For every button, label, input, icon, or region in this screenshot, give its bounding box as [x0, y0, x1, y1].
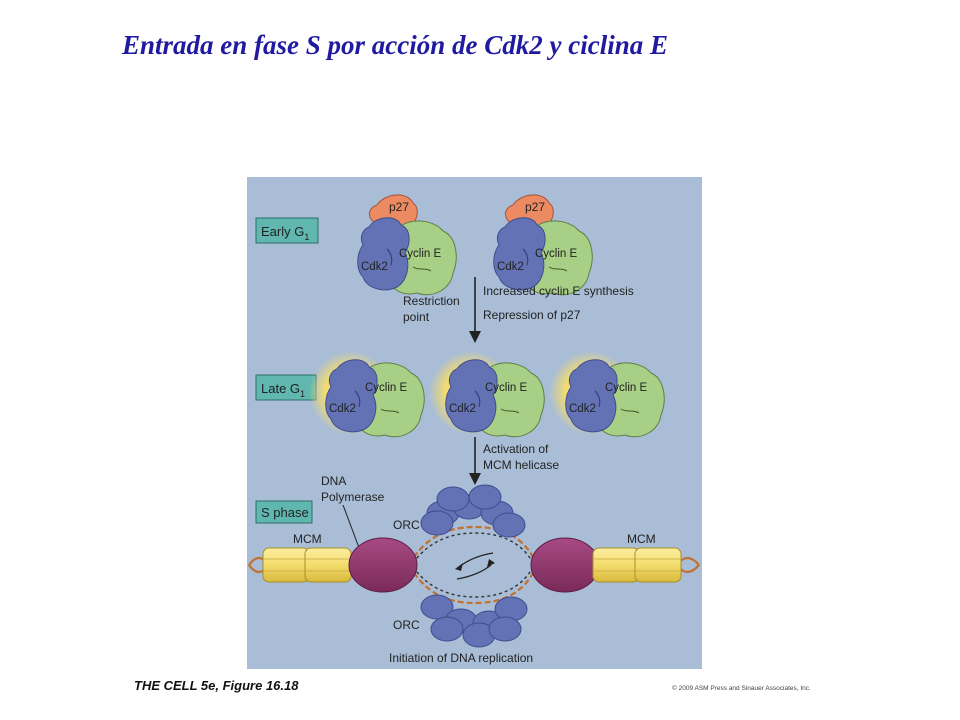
stage-label-late-g1: Late G: [261, 381, 300, 396]
mcm-label-left: MCM: [293, 532, 322, 546]
initiation-label: Initiation of DNA replication: [389, 651, 533, 665]
restriction-point-label-1: Restriction: [403, 294, 460, 308]
increased-synthesis-label: Increased cyclin E synthesis: [483, 284, 634, 298]
stage-box-late-g1: Late G1: [255, 374, 317, 401]
stage-subscript: 1: [300, 389, 305, 399]
activation-label-1: Activation of: [483, 442, 549, 456]
stage-subscript: 1: [304, 232, 309, 242]
p27-label: p27: [389, 200, 409, 214]
dna-polymerase-left: [348, 537, 418, 593]
dna-polymerase-label-2: Polymerase: [321, 490, 385, 504]
complex-early-2: p27 Cdk2 Cyclin E: [493, 194, 593, 296]
mcm-right: [592, 547, 682, 583]
stage-box-s-phase: S phase: [255, 500, 313, 524]
svg-text:Early G1: Early G1: [261, 224, 309, 242]
orc-label-top: ORC: [393, 518, 420, 532]
svg-text:Late G1: Late G1: [261, 381, 305, 399]
p27-label: p27: [525, 200, 545, 214]
stage-box-early-g1: Early G1: [255, 217, 319, 244]
orc-label-bottom: ORC: [393, 618, 420, 632]
cell-cycle-diagram: Early G1 p27 Cdk2 Cyclin E p27 Cdk2 Cycl…: [247, 177, 702, 669]
complex-late-1: Cdk2 Cyclin E: [309, 351, 425, 438]
cyclin-e-label: Cyclin E: [535, 248, 578, 260]
cdk2-label: Cdk2: [361, 261, 388, 273]
cdk2-label: Cdk2: [329, 403, 356, 415]
arrow-activation: [469, 437, 481, 485]
dna-polymerase-label-1: DNA: [321, 474, 346, 488]
activation-label-2: MCM helicase: [483, 458, 559, 472]
figure-caption: THE CELL 5e, Figure 16.18: [134, 678, 299, 693]
mcm-label-right: MCM: [627, 532, 656, 546]
cyclin-e-label: Cyclin E: [399, 248, 442, 260]
complex-late-2: Cdk2 Cyclin E: [429, 351, 545, 438]
arrow-restriction: [469, 277, 481, 343]
slide-title: Entrada en fase S por acción de Cdk2 y c…: [122, 30, 668, 60]
cyclin-e-label: Cyclin E: [485, 382, 528, 394]
cyclin-e-label: Cyclin E: [605, 382, 648, 394]
complex-early-1: p27 Cdk2 Cyclin E: [357, 194, 457, 296]
stage-label-early-g1: Early G: [261, 224, 304, 239]
cdk2-label: Cdk2: [497, 261, 524, 273]
restriction-point-label-2: point: [403, 310, 430, 324]
copyright-notice: © 2009 ASM Press and Sinauer Associates,…: [672, 685, 811, 692]
repression-p27-label: Repression of p27: [483, 308, 581, 322]
cyclin-e-label: Cyclin E: [365, 382, 408, 394]
mcm-left: [262, 547, 352, 583]
cdk2-label: Cdk2: [569, 403, 596, 415]
stage-label-s-phase: S phase: [261, 505, 309, 520]
dna-polymerase-right: [530, 537, 600, 593]
dna-polymerase-pointer: [342, 504, 362, 554]
complex-late-3: Cdk2 Cyclin E: [549, 351, 665, 438]
cdk2-label: Cdk2: [449, 403, 476, 415]
